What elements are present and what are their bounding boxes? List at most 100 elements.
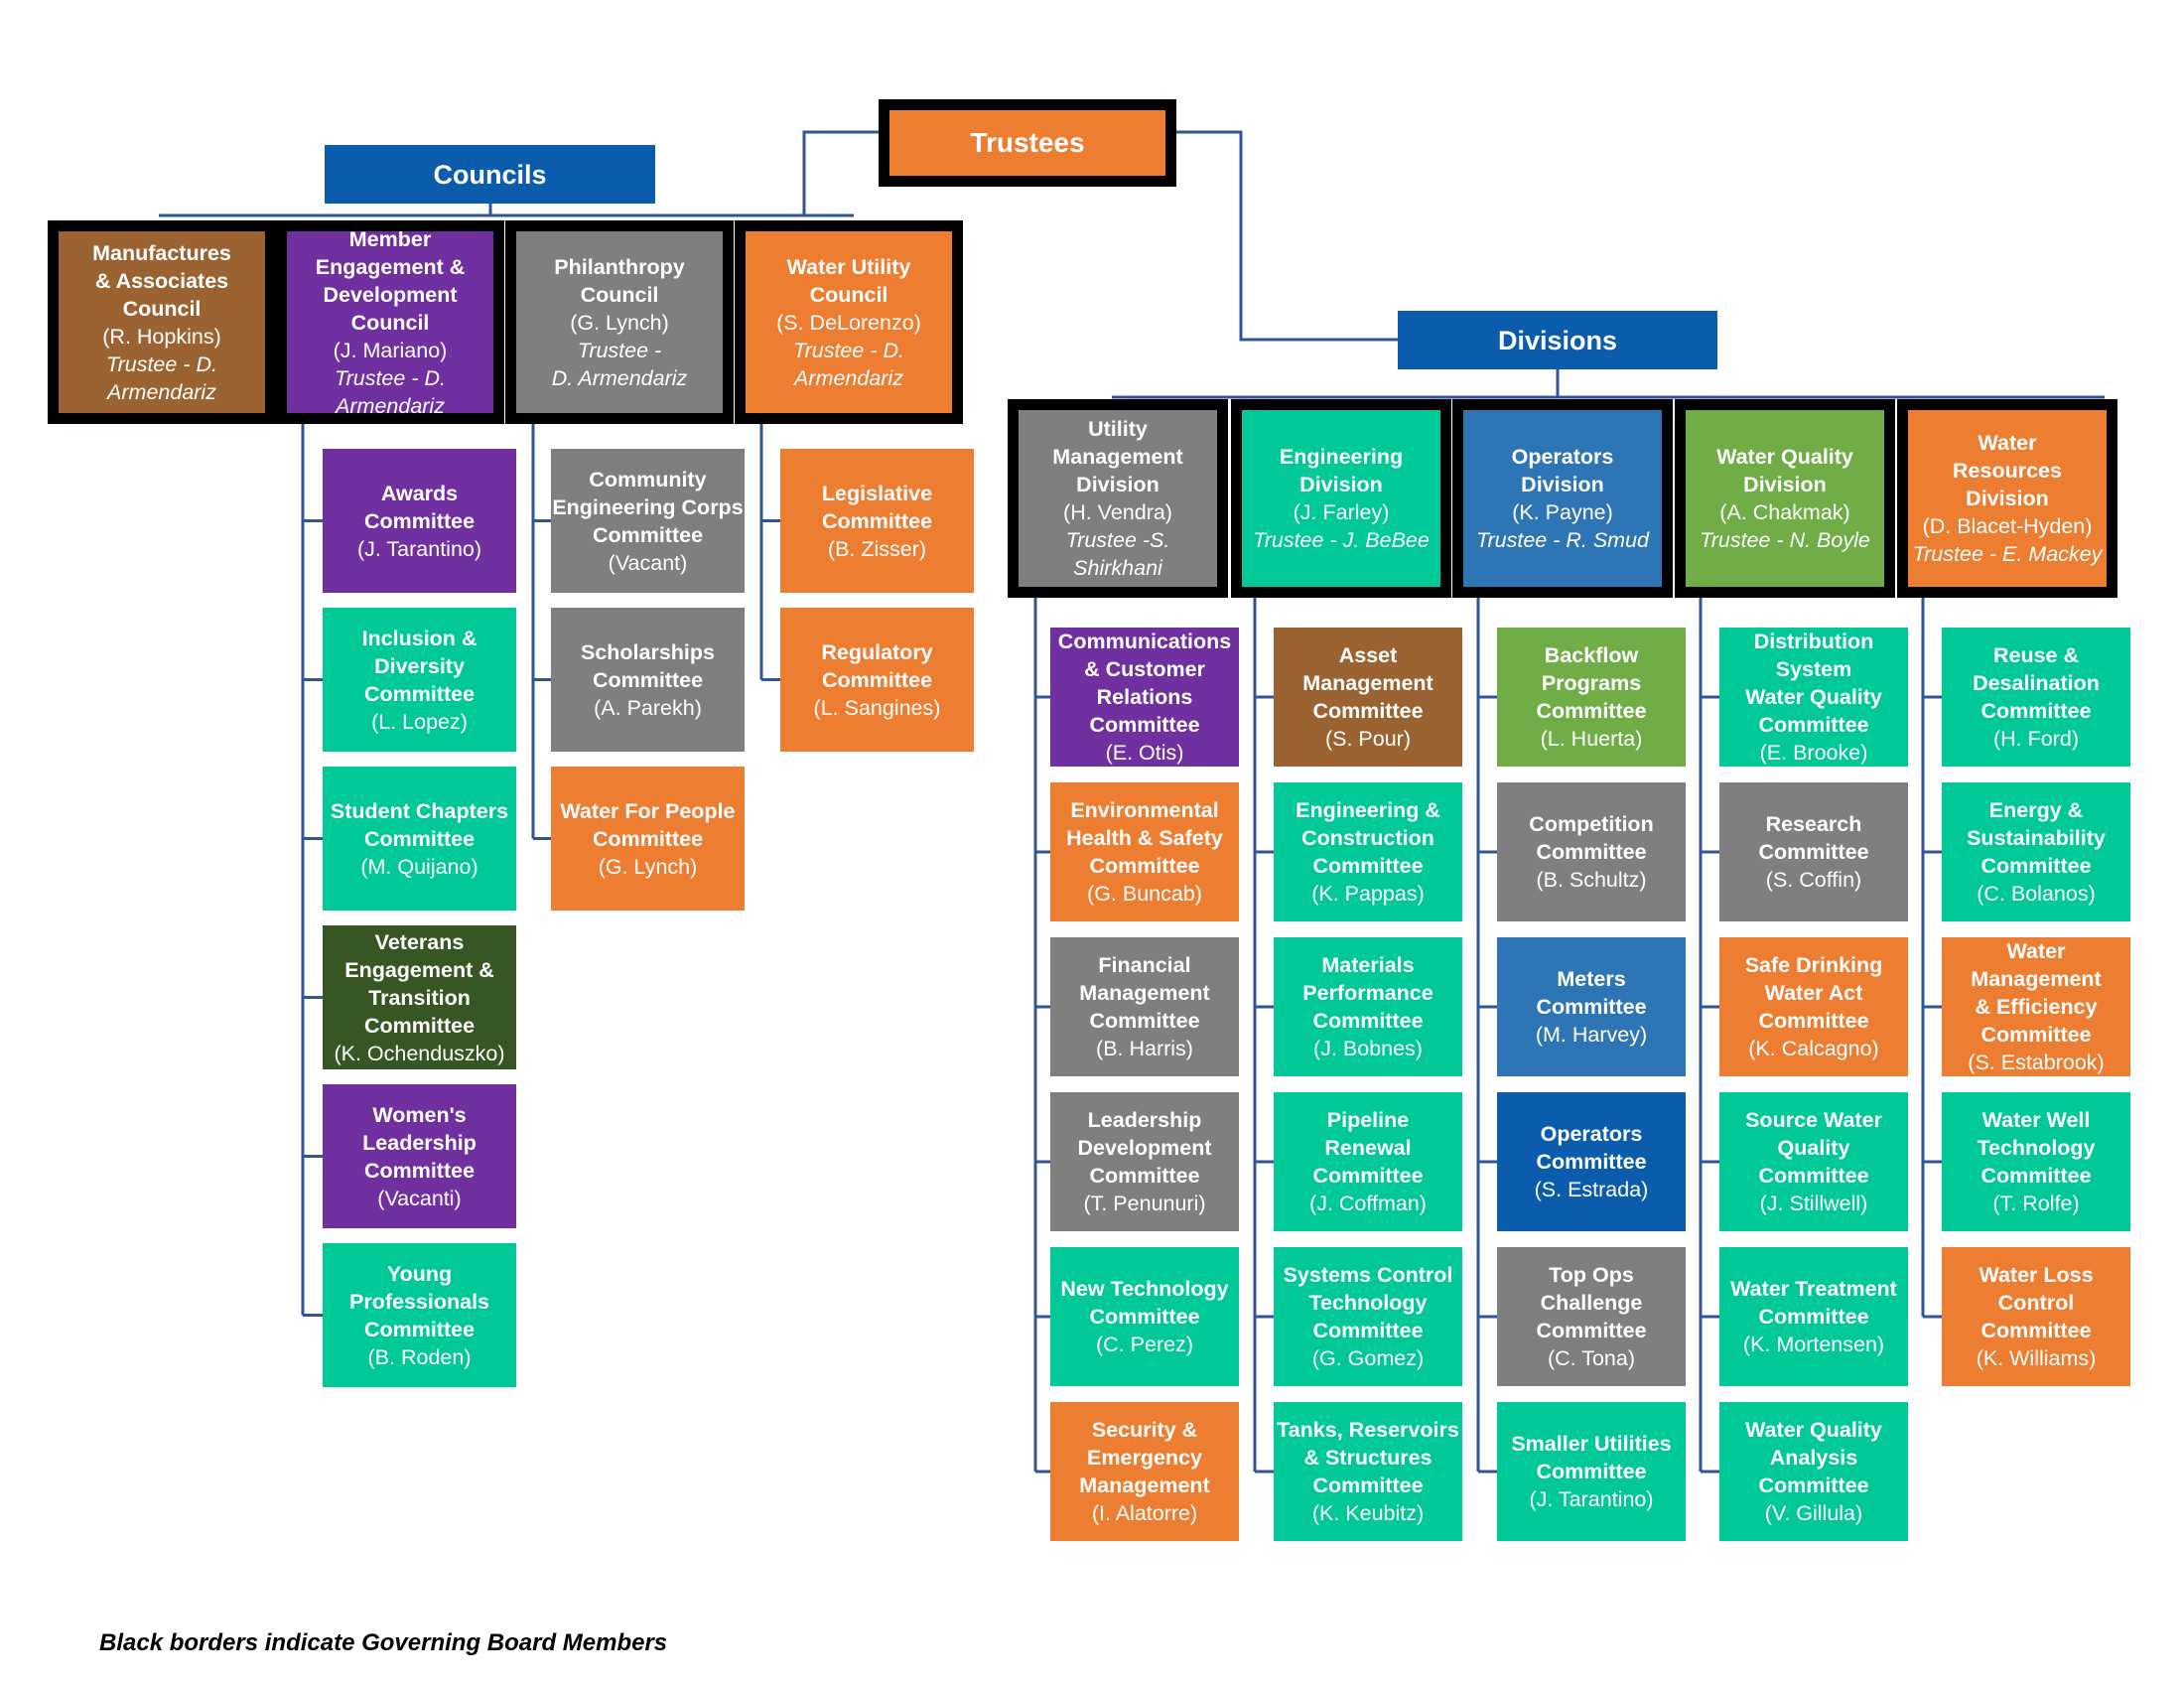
committee-title-line: Committee [592, 826, 704, 851]
committee-title-line: Committee [592, 522, 704, 547]
committee-title-line: Water Quality [1745, 1418, 1882, 1442]
committee-title-line: Committee [1312, 1164, 1424, 1188]
committee-person: (Vacant) [608, 550, 688, 575]
committee-title-line: Committee [1758, 840, 1869, 864]
committee-title-line: Relations [1096, 685, 1193, 709]
committee-person: (L. Sangines) [813, 695, 941, 720]
committee-title-line: Young [386, 1261, 453, 1286]
committee-title-line: Committee [363, 1013, 476, 1038]
committee-person: (K. Calcagno) [1748, 1037, 1879, 1060]
committee-person: (E. Brooke) [1759, 741, 1868, 765]
council-title-line: Council [122, 296, 202, 321]
committee-title-line: Committee [363, 508, 476, 533]
committee-title-line: Systems Control [1283, 1263, 1453, 1287]
committee-person: (K. Mortensen) [1742, 1333, 1885, 1356]
committee-title-line: Environmental [1070, 798, 1219, 822]
committee-title-line: Committee [1089, 1009, 1200, 1033]
committee-title-line: Transition [368, 985, 471, 1010]
committee-title-line: Engagement & [344, 957, 494, 982]
committee-title-line: Safe Drinking [1744, 953, 1883, 977]
committee-title-line: Committee [363, 1317, 476, 1341]
council-title-line: Philanthropy [554, 254, 685, 279]
committee-title-line: & Customer [1084, 657, 1205, 681]
committee-title-line: Tanks, Reservoirs [1277, 1418, 1459, 1442]
committee-person: (J. Tarantino) [1529, 1487, 1654, 1511]
committee-title-line: Sustainability [1967, 826, 2106, 850]
committee-title-line: Committee [1536, 995, 1647, 1019]
committee-title-line: Renewal [1324, 1136, 1412, 1160]
council-person: (J. Mariano) [333, 338, 448, 362]
council-trustee-line: Armendariz [794, 365, 903, 390]
committee-title-line: Diversity [374, 653, 465, 678]
council-trustee-line: Trustee - D. [106, 352, 217, 376]
division-person: (H. Vendra) [1063, 500, 1172, 524]
council-title-line: Engagement & [315, 254, 466, 279]
committee-title-line: Committee [1089, 854, 1200, 878]
division-person: (A. Chakmak) [1719, 500, 1850, 524]
committee-title-line: Committee [821, 667, 933, 692]
committee-person: (B. Roden) [367, 1344, 472, 1369]
committee-title-line: Research [1765, 812, 1862, 836]
committee-title-line: Competition [1529, 812, 1654, 836]
committee-title-line: Regulatory [821, 639, 933, 664]
connector-line [802, 130, 879, 215]
committee-title-line: Leadership [1087, 1108, 1202, 1132]
division-trustee-line: Trustee - J. BeBee [1253, 528, 1430, 552]
committee-person: (L. Lopez) [371, 709, 468, 734]
committee-title-line: Pipeline [1326, 1108, 1410, 1132]
committee-person: (B. Schultz) [1536, 868, 1647, 892]
division-trustee-line: Trustee -S. [1065, 528, 1170, 552]
committee-person: (J. Stillwell) [1759, 1192, 1868, 1215]
council-title-line: & Associates [94, 268, 229, 293]
committee-person: (V. Gillula) [1764, 1501, 1863, 1525]
committee-person: (K. Ochenduszko) [334, 1041, 505, 1065]
committee-title-line: Committee [1980, 1164, 2092, 1188]
council-title-line: Water Utility [786, 254, 911, 279]
committee-title-line: Water Well [1981, 1108, 2091, 1132]
committee-title-line: Materials [1321, 953, 1415, 977]
committee-title-line: Committee [1312, 1319, 1424, 1342]
committee-title-line: Engineering & [1296, 798, 1440, 822]
council-title-line: Council [350, 310, 430, 335]
council-person: (R. Hopkins) [102, 324, 221, 349]
committee-person: (E. Otis) [1105, 741, 1184, 765]
committee-title-line: Technology [1977, 1136, 2096, 1160]
committee-title-line: Technology [1308, 1291, 1428, 1315]
committee-title-line: Backflow [1544, 643, 1639, 667]
council-title-line: Development [323, 282, 458, 307]
committee-person: (M. Harvey) [1535, 1023, 1648, 1047]
division-trustee-line: Trustee - N. Boyle [1700, 528, 1870, 552]
trustees-box: Trustees [879, 99, 1176, 187]
committee-title-line: Professionals [349, 1289, 489, 1314]
committee-title-line: Committee [1980, 1319, 2092, 1342]
committee-title-line: Management [1079, 981, 1210, 1005]
committee-title-line: Committee [363, 681, 476, 706]
committee-title-line: Source Water [1745, 1108, 1882, 1132]
division-title-line: Operators [1511, 445, 1614, 469]
committee-person: (M. Quijano) [360, 854, 478, 879]
council-person: (G. Lynch) [570, 310, 669, 335]
committee-title-line: Water Quality [1745, 685, 1882, 709]
councils-header-label: Councils [433, 159, 547, 190]
committee-title-line: Committee [1980, 1023, 2092, 1047]
